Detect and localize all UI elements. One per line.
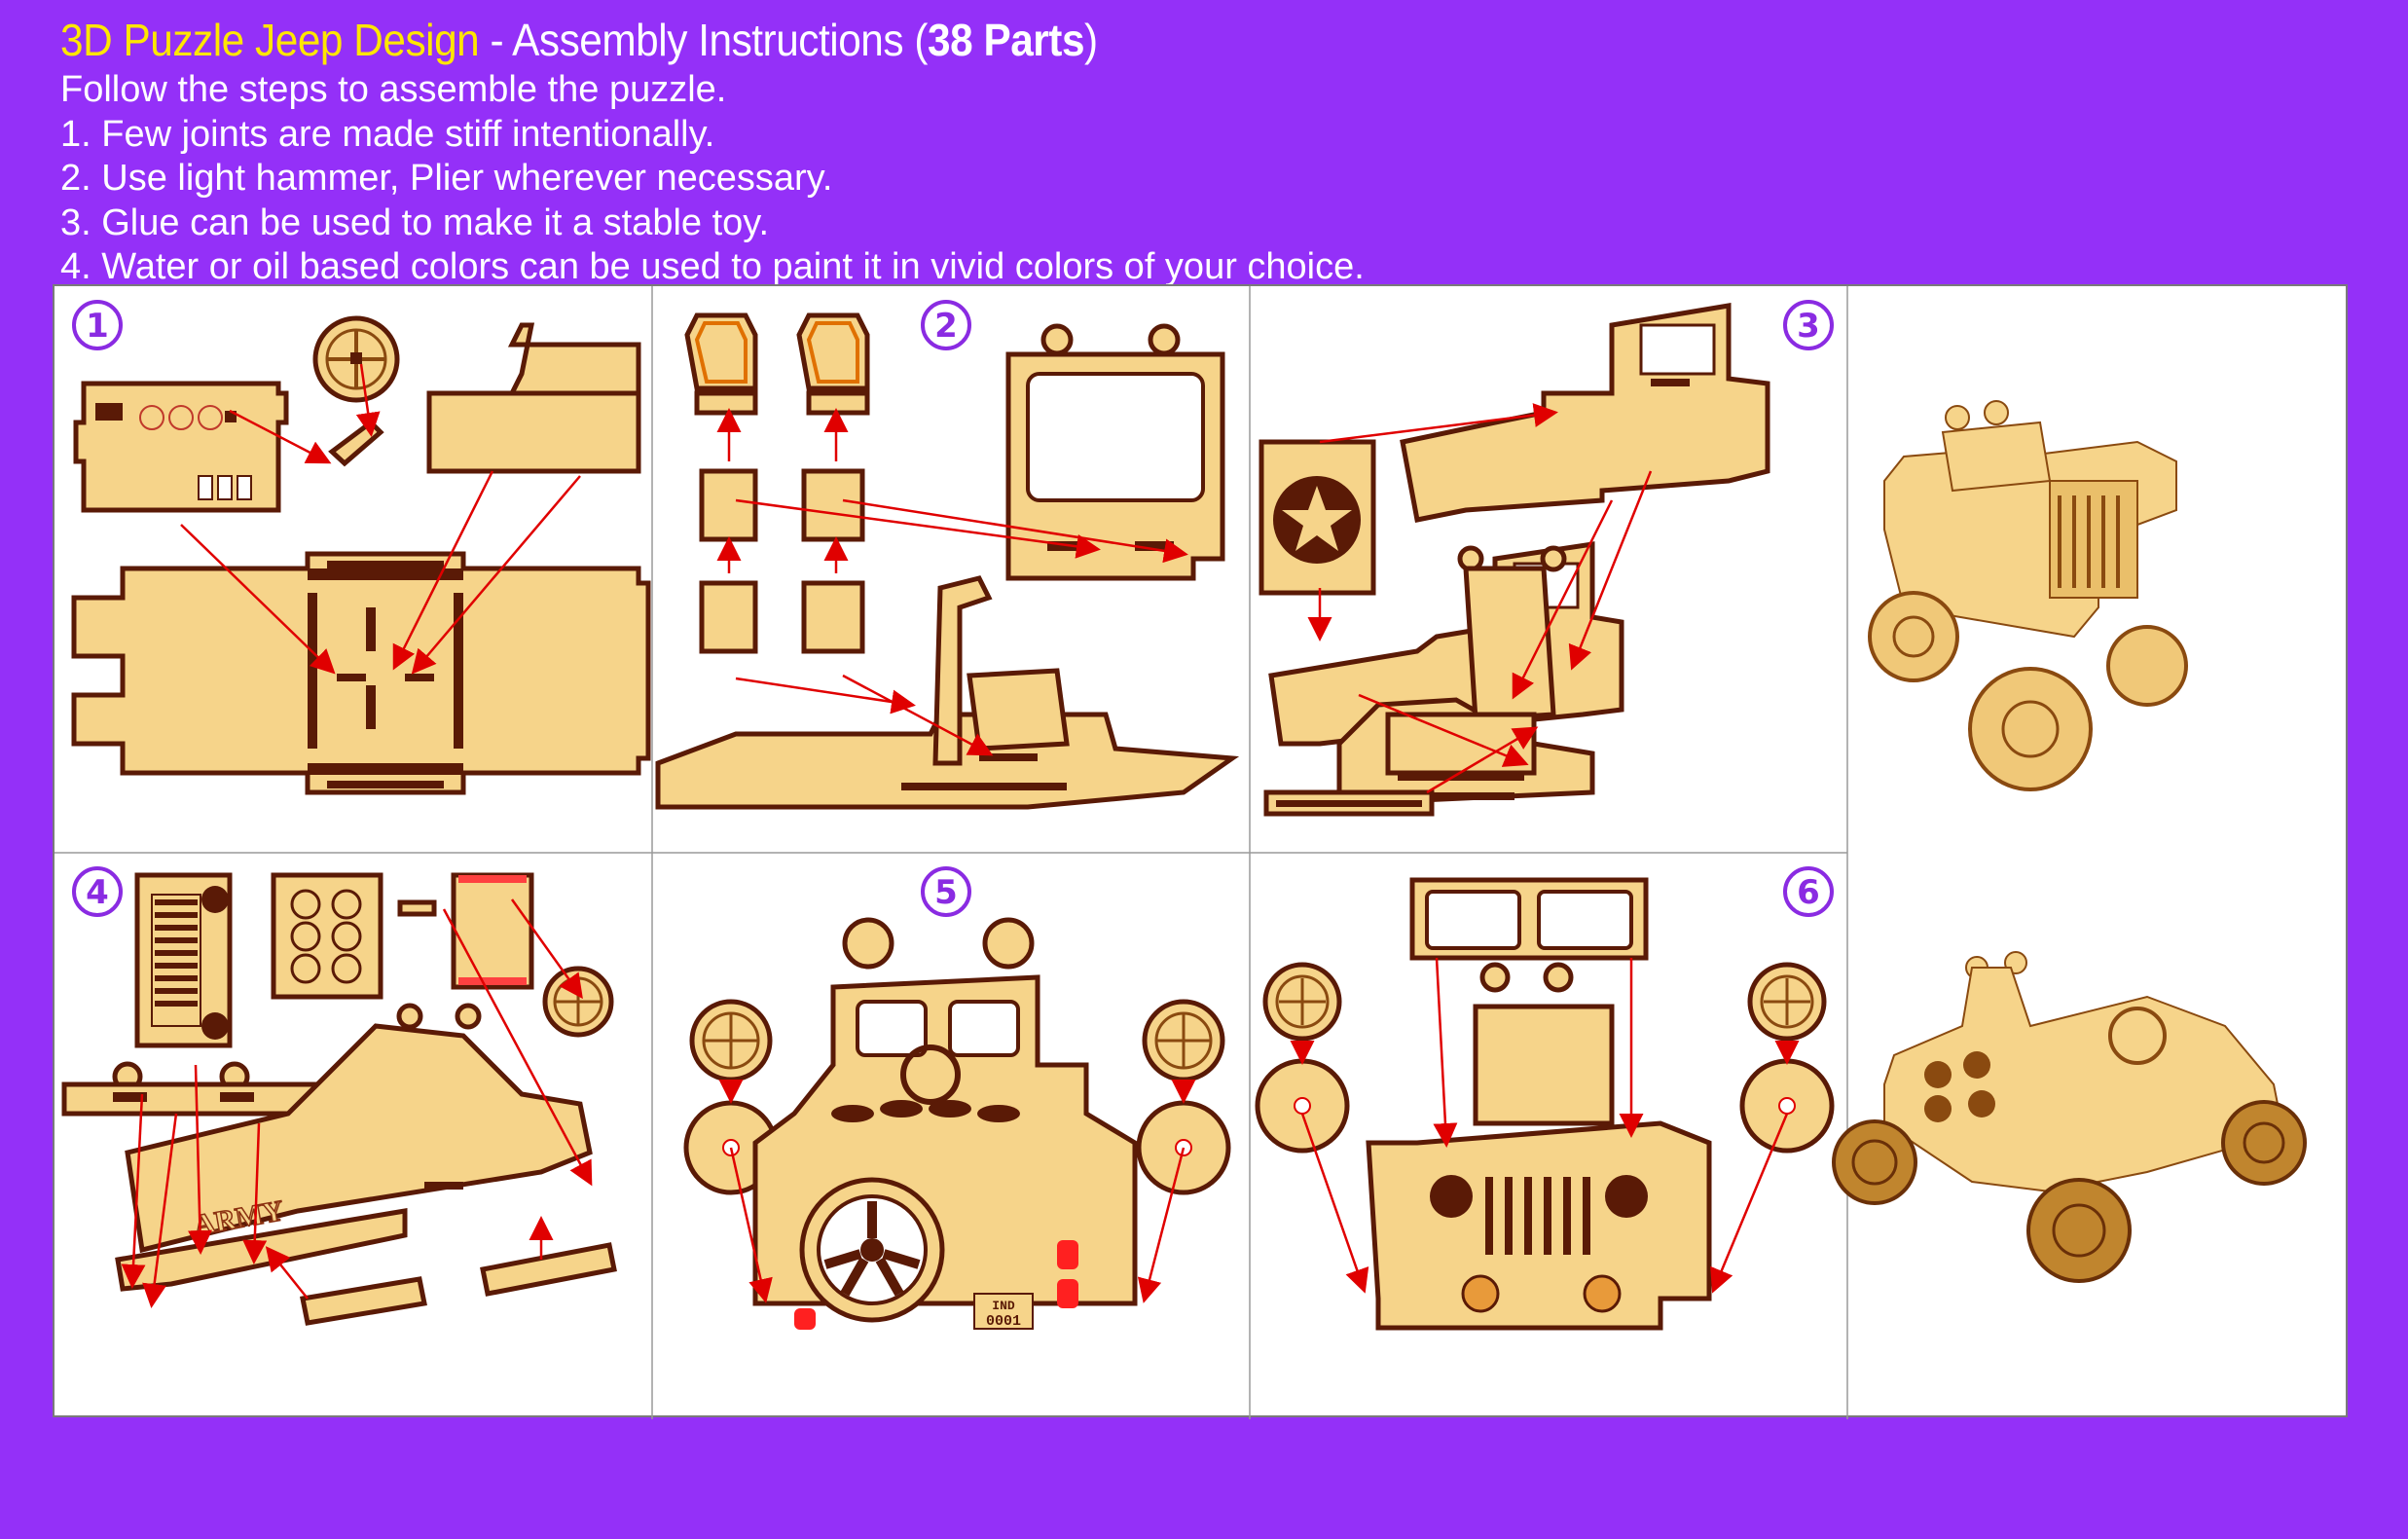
svg-text:3: 3	[1797, 307, 1820, 346]
title-parts-count: 38 Parts	[928, 15, 1085, 65]
page-title: 3D Puzzle Jeep Design - Assembly Instruc…	[60, 12, 2192, 68]
step-4-panel: 4	[61, 866, 617, 1326]
instruction-4: 4. Water or oil based colors can be used…	[60, 246, 1365, 287]
title-separator: - Assembly Instructions (	[479, 15, 929, 65]
instructions-header: 3D Puzzle Jeep Design - Assembly Instruc…	[60, 12, 2377, 290]
svg-text:4: 4	[86, 873, 109, 912]
instruction-1: 1. Few joints are made stiff intentional…	[60, 113, 715, 155]
plate-bottom: 0001	[986, 1313, 1021, 1330]
instruction-2: 2. Use light hammer, Plier wherever nece…	[60, 158, 833, 199]
assembled-jeep-photo-bottom	[1832, 951, 2307, 1283]
step-number-circle	[72, 300, 123, 350]
svg-text:2: 2	[934, 307, 958, 346]
title-design-name: 3D Puzzle Jeep Design	[60, 15, 480, 65]
step-number: 1	[86, 307, 109, 346]
intro-line: Follow the steps to assemble the puzzle.	[60, 69, 727, 110]
title-close: )	[1084, 15, 1098, 65]
assembly-diagram: .w { fill:#f6d48a; stroke:#5a1a06; strok…	[55, 286, 2307, 1419]
step-6-panel: 6	[1255, 866, 1835, 1331]
plate-top: IND	[992, 1299, 1015, 1313]
svg-text:5: 5	[934, 873, 958, 912]
instruction-3: 3. Glue can be used to make it a stable …	[60, 202, 770, 243]
step-5-panel: 5	[683, 866, 1231, 1330]
assembly-diagram-grid: .w { fill:#f6d48a; stroke:#5a1a06; strok…	[53, 284, 2348, 1419]
step-2-panel: 2	[655, 300, 1240, 810]
step-1-panel: 1	[71, 300, 651, 795]
svg-text:6: 6	[1797, 873, 1820, 912]
assembled-jeep-photo-top	[1868, 400, 2188, 791]
step-3-panel: 3	[1259, 300, 1834, 817]
